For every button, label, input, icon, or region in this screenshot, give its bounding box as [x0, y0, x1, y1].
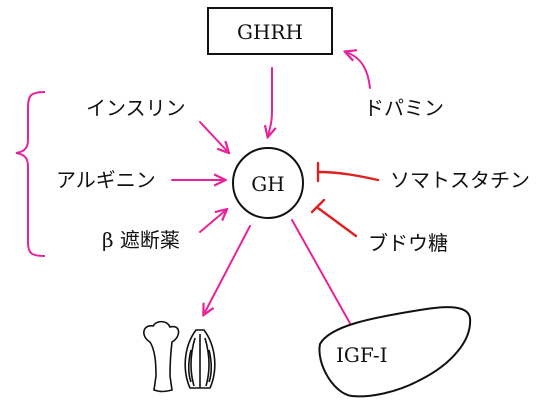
beta-blocker-label: β 遮断薬 — [102, 228, 180, 252]
somatostatin-inhibit-arrow — [316, 161, 380, 183]
gh-to-bone-muscle-arrow — [204, 225, 251, 314]
insulin-to-gh-arrow — [199, 121, 228, 152]
ghrh-box: GHRH — [207, 7, 333, 55]
arginine-label: アルギニン — [56, 168, 156, 192]
somatostatin-label: ソマトスタチン — [390, 168, 530, 192]
insulin-label: インスリン — [86, 96, 186, 120]
igf1-label: IGF-I — [336, 343, 388, 367]
bone-icon — [143, 320, 180, 393]
ghrh-label: GHRH — [237, 20, 303, 44]
gh-to-liver-arrow — [291, 219, 356, 334]
liver-icon: IGF-I — [318, 306, 472, 398]
dopamine-to-ghrh-arrow — [346, 52, 371, 89]
gh-label: GH — [251, 172, 284, 196]
glucose-inhibit-arrow — [310, 198, 358, 238]
dopamine-label: ドパミン — [364, 96, 444, 120]
beta-blocker-to-gh-arrow — [199, 210, 226, 233]
stimulator-brace — [15, 91, 46, 257]
muscle-icon — [184, 329, 216, 389]
ghrh-to-gh-arrow — [268, 67, 272, 136]
gh-node: GH — [232, 147, 304, 219]
glucose-label: ブドウ糖 — [368, 231, 448, 255]
